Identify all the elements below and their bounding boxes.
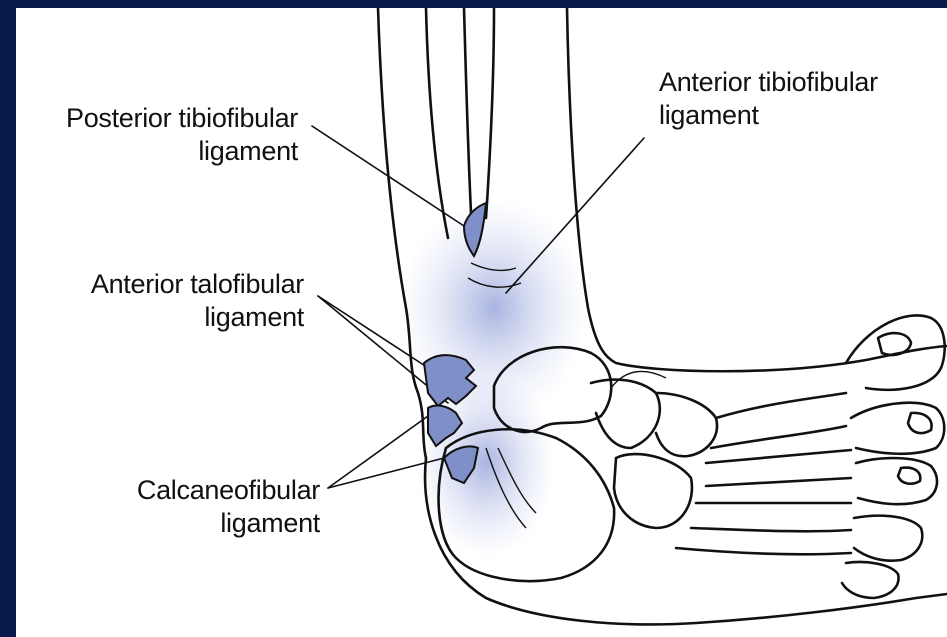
pointer-posterior-tibiofibular — [312, 126, 464, 226]
label-posterior-tibiofibular-line2: ligament — [16, 135, 298, 168]
label-anterior-tibiofibular: Anterior tibiofibular ligament — [659, 66, 945, 132]
metatarsal-2 — [706, 450, 851, 463]
label-calcaneofibular: Calcaneofibular ligament — [16, 474, 320, 540]
label-anterior-tibiofibular-line1: Anterior tibiofibular — [659, 66, 945, 99]
label-calcaneofibular-line1: Calcaneofibular — [16, 474, 320, 507]
label-anterior-talofibular-line2: ligament — [16, 301, 304, 334]
toe-big — [846, 315, 945, 389]
diagram-panel: Posterior tibiofibular ligament Anterior… — [16, 8, 947, 637]
toenail-2 — [908, 413, 932, 433]
metatarsal-2b — [706, 478, 851, 486]
toenail-3 — [898, 468, 920, 484]
label-posterior-tibiofibular-line1: Posterior tibiofibular — [16, 102, 298, 135]
metatarsal-3b — [691, 528, 851, 531]
toe-3 — [856, 458, 937, 504]
metatarsal-1 — [716, 393, 846, 418]
cuneiform-1 — [656, 393, 717, 456]
leg-outline-left — [378, 8, 426, 458]
tibia-front-edge — [567, 8, 947, 371]
metatarsal-4 — [676, 548, 851, 554]
label-calcaneofibular-line2: ligament — [16, 507, 320, 540]
fiber-strokes-5 — [611, 371, 666, 388]
label-anterior-tibiofibular-line2: ligament — [659, 99, 945, 132]
toe-4 — [854, 516, 922, 561]
pointer-calcaneofibular-a — [328, 416, 428, 488]
label-posterior-tibiofibular: Posterior tibiofibular ligament — [16, 102, 298, 168]
toe-5 — [842, 562, 899, 598]
metatarsal-1b — [711, 426, 846, 448]
fibula-line-3 — [486, 8, 494, 218]
toenail-big — [878, 333, 911, 355]
label-anterior-talofibular-line1: Anterior talofibular — [16, 268, 304, 301]
label-anterior-talofibular: Anterior talofibular ligament — [16, 268, 304, 334]
fibula-line-2 — [464, 8, 472, 233]
cuboid-bone — [614, 454, 692, 528]
